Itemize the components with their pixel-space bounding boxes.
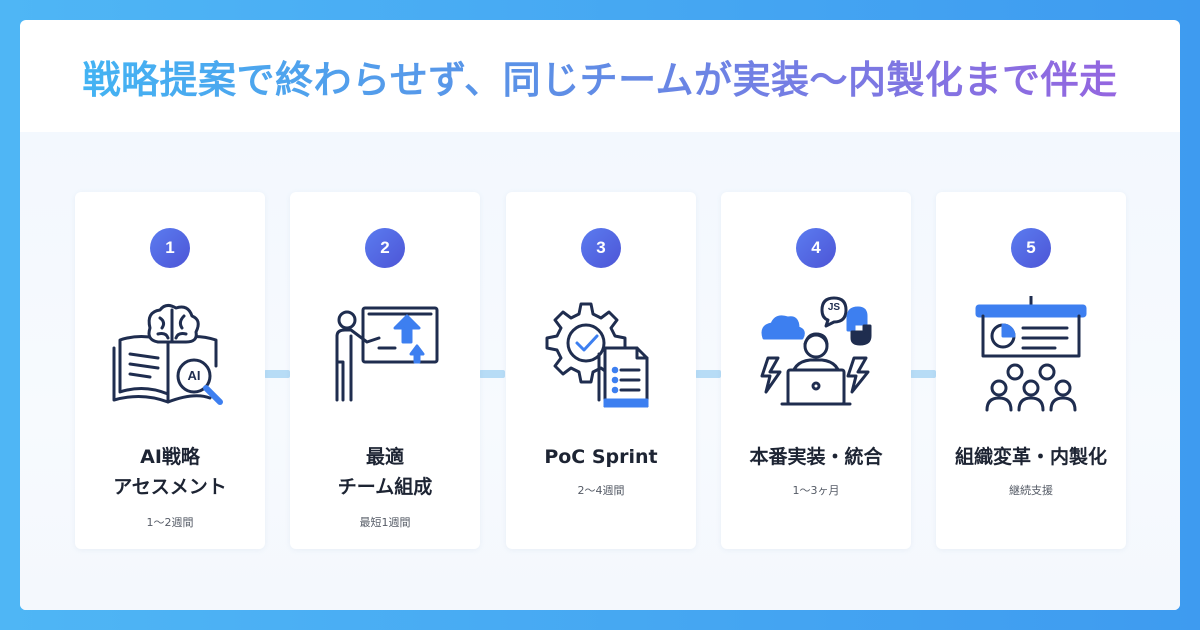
step-title-line: AI戦略 <box>140 446 200 468</box>
step-number-badge: 1 <box>150 228 190 268</box>
step-title: 本番実装・統合 <box>721 442 911 472</box>
step-title-line: PoC Sprint <box>544 446 658 468</box>
connector-4-5 <box>910 370 936 378</box>
headline: 戦略提案で終わらせず、同じチームが実装〜内製化まで伴走 <box>83 49 1118 104</box>
step-title-line: チーム組成 <box>337 476 433 498</box>
step-title-line: 本番実装・統合 <box>749 446 883 468</box>
brain-book-magnifier-icon: AI <box>110 296 230 416</box>
ai-badge-label: AI <box>187 368 201 383</box>
step-card-4: 4 JS <box>721 192 911 549</box>
step-title-line: 組織変革・内製化 <box>954 446 1107 468</box>
presentation-audience-icon <box>971 296 1091 416</box>
step-card-1: 1 AI AI戦略 アセスメント 1〜2週間 <box>75 192 265 549</box>
step-card-3: 3 PoC Sprint 2〜4週間 <box>506 192 696 549</box>
step-duration: 1〜3ヶ月 <box>792 484 840 497</box>
step-duration: 2〜4週間 <box>577 484 625 497</box>
step-title: 最適 チーム組成 <box>290 442 480 502</box>
step-title: PoC Sprint <box>506 442 696 472</box>
main-card: 戦略提案で終わらせず、同じチームが実装〜内製化まで伴走 1 AI <box>20 20 1180 610</box>
js-bubble-label: JS <box>827 302 841 313</box>
gear-document-icon <box>541 296 661 416</box>
step-duration: 継続支援 <box>1009 484 1053 497</box>
step-number-badge: 3 <box>581 228 621 268</box>
headline-band: 戦略提案で終わらせず、同じチームが実装〜内製化まで伴走 <box>20 20 1180 132</box>
step-number-badge: 5 <box>1011 228 1051 268</box>
connector-2-3 <box>479 370 505 378</box>
presenter-board-icon <box>325 296 445 416</box>
step-duration: 最短1週間 <box>359 516 411 529</box>
step-title: 組織変革・内製化 <box>936 442 1126 472</box>
step-duration: 1〜2週間 <box>146 516 194 529</box>
step-title-line: 最適 <box>365 446 404 468</box>
step-card-2: 2 最適 チーム組成 最短1週間 <box>290 192 480 549</box>
step-title: AI戦略 アセスメント <box>75 442 265 502</box>
step-title-line: アセスメント <box>113 476 227 498</box>
developer-laptop-icon: JS <box>756 296 876 416</box>
step-number-badge: 4 <box>796 228 836 268</box>
step-card-5: 5 組織変革・内製化 <box>936 192 1126 549</box>
step-number-badge: 2 <box>365 228 405 268</box>
connector-1-2 <box>264 370 290 378</box>
connector-3-4 <box>695 370 721 378</box>
